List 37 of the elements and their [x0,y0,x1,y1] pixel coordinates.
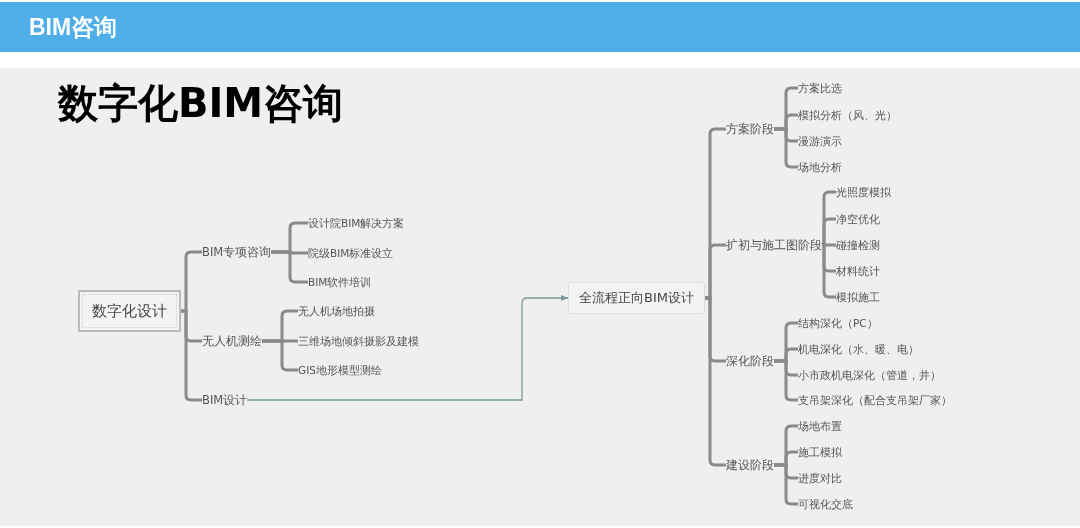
branch-topic: 方案阶段 [726,122,774,136]
leaf-topic: 支吊架深化（配合支吊架厂家） [798,393,952,407]
leaf-topic: 模拟分析（风、光） [798,108,897,122]
leaf-topic: 材料统计 [836,264,880,278]
leaf-topic: 结构深化（PC） [798,316,878,330]
connector-line [821,243,836,299]
root-topic-box: 数字化设计 [78,290,181,332]
diagram-title: 数字化BIM咨询 [58,79,344,128]
leaf-topic: 漫游演示 [798,134,842,148]
branch-topic: 深化阶段 [726,354,774,368]
leaf-topic: 设计院BIM解决方案 [308,216,405,230]
leaf-topic: 小市政机电深化（管道，井） [798,368,941,382]
leaf-topic: 施工模拟 [798,445,842,459]
leaf-topic: 三维场地倾斜摄影及建模 [298,334,419,348]
leaf-topic: 机电深化（水、暖、电） [798,342,919,356]
leaf-topic: 光照度模拟 [836,185,891,199]
leaf-topic: 场地分析 [798,160,842,174]
central-topic-box: 全流程正向BIM设计 [568,282,705,314]
branch-topic: 建设阶段 [726,458,774,472]
leaf-topic: 方案比选 [798,81,842,95]
leaf-topic: 碰撞检测 [836,238,880,252]
header-title: BIM咨询 [29,13,118,42]
connector-line [821,217,836,247]
leaf-topic: BIM软件培训 [308,275,372,289]
branch-topic: BIM设计 [202,393,248,407]
branch-topic: 无人机测绘 [202,334,262,348]
leaf-topic: 进度对比 [798,471,842,485]
leaf-topic: 净空优化 [836,212,880,226]
leaf-topic: GIS地形模型测绘 [298,363,382,377]
leaf-topic: 无人机场地拍摄 [298,304,375,318]
branch-topic: BIM专项咨询 [202,245,272,259]
leaf-topic: 场地布置 [798,419,842,433]
leaf-topic: 可视化交底 [798,497,853,511]
arrow [246,295,569,401]
branch-topic: 扩初与施工图阶段 [726,238,822,252]
leaf-topic: 院级BIM标准设立 [308,246,394,260]
leaf-topic: 模拟施工 [836,290,880,304]
